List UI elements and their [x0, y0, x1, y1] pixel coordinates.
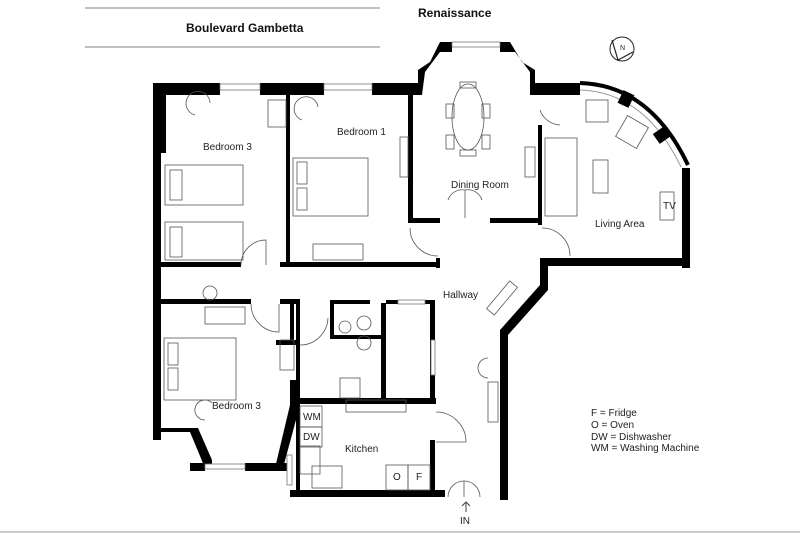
svg-text:N: N — [620, 45, 625, 52]
entrance-label: IN — [460, 516, 470, 527]
compass-icon: N — [609, 36, 635, 62]
dishwasher — [299, 426, 323, 448]
street-label: Boulevard Gambetta — [186, 21, 304, 35]
oven-label: O — [393, 472, 401, 483]
entrance-arrow-icon — [461, 501, 471, 512]
legend-item: O = Oven — [591, 420, 634, 431]
legend-item: F = Fridge — [591, 408, 637, 419]
legend-item: WM = Washing Machine — [591, 443, 700, 454]
room-label-bedroom-1: Bedroom 1 — [337, 127, 386, 138]
room-label-living-area: Living Area — [595, 219, 645, 230]
windows — [204, 41, 501, 486]
building-label: Renaissance — [418, 6, 492, 20]
room-label-dining-room: Dining Room — [451, 180, 509, 191]
walls — [153, 42, 690, 500]
fridge — [407, 464, 431, 491]
kitchen-appliances: WM DW O F — [299, 405, 431, 491]
legend: F = Fridge O = Oven DW = Dishwasher WM =… — [591, 408, 700, 454]
fridge-label: F — [416, 472, 422, 483]
furniture — [163, 81, 675, 489]
room-label-kitchen: Kitchen — [345, 444, 378, 455]
dishwasher-label: DW — [303, 432, 320, 443]
washing-machine-label: WM — [303, 412, 321, 423]
doors — [240, 109, 571, 498]
room-label-bedroom-3-bottom: Bedroom 3 — [212, 401, 261, 412]
legend-item: DW = Dishwasher — [591, 432, 672, 443]
room-label-bedroom-3-top: Bedroom 3 — [203, 142, 252, 153]
room-label-hallway: Hallway — [443, 290, 478, 301]
tv-label: TV — [663, 201, 676, 212]
